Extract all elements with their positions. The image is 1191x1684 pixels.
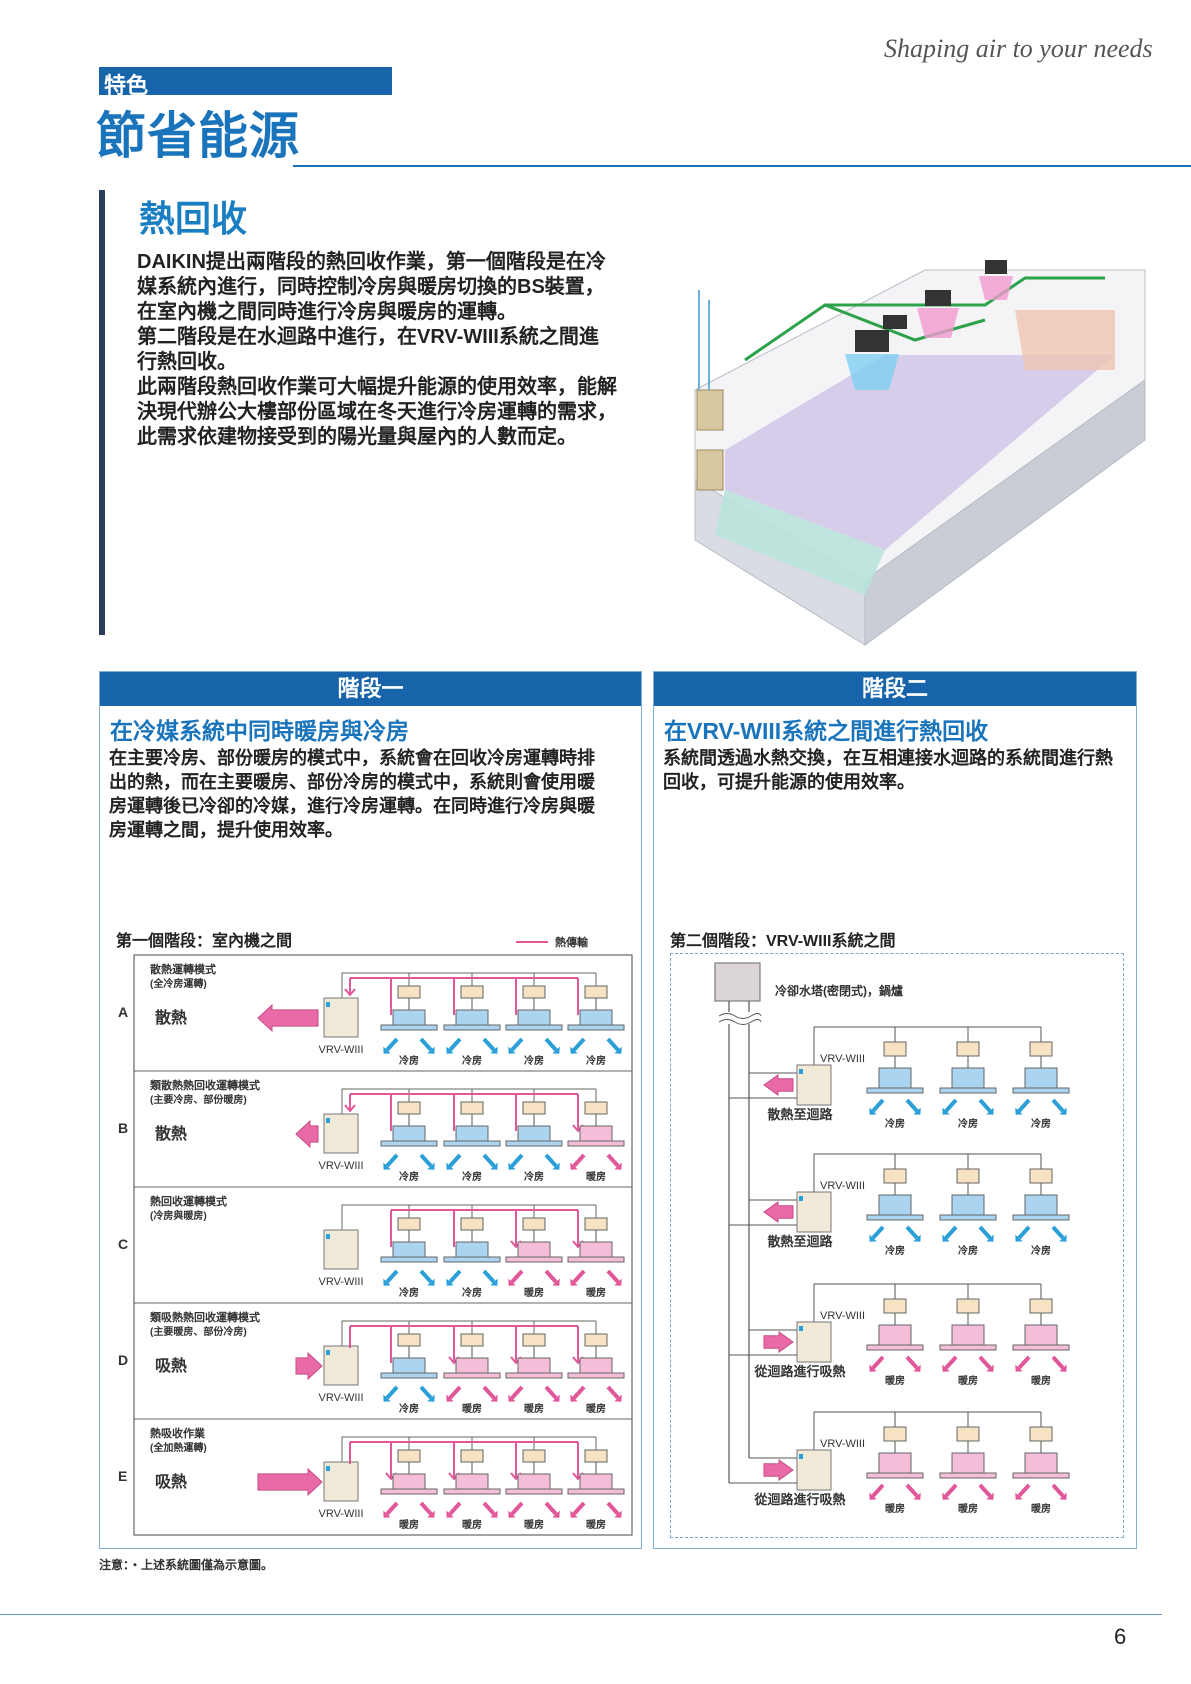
stage-one-body: 在主要冷房、部份暖房的模式中，系統會在回收冷房運轉時排 出的熱，而在主要暖房、部… [109,746,595,842]
building-illustration [694,260,1146,646]
section-heading: 熱回收 [139,198,248,239]
stage-one-subtitle: 在冷媒系統中同時暖房與冷房 [110,718,409,744]
body-line: 回收，可提升能源的使用效率。 [663,772,915,792]
paragraph-line: 決現代辦公大樓部份區域在冬天進行冷房運轉的需求， [137,401,617,423]
page-number: 6 [1114,1624,1127,1649]
stage-one-header: 階段一 [100,672,641,706]
title-divider [293,165,1191,167]
paragraph-line: 在室內機之間同時進行冷房與暖房的運轉。 [137,301,517,323]
category-bar [99,67,392,95]
legend-line [516,941,548,943]
body-line: 系統間透過水熱交換，在互相連接水迴路的系統間進行熱 [663,748,1113,768]
page-title: 節省能源 [96,108,300,164]
category-label: 特色 [104,73,149,98]
paragraph-line: 此需求依建物接受到的陽光量與屋內的人數而定。 [137,426,577,448]
section-paragraph: DAIKIN提出兩階段的熱回收作業，第一個階段是在冷 媒系統內進行，同時控制冷房… [137,250,617,450]
footnote: 注意：・上述系統圖僅為示意圖。 [99,1558,274,1572]
paragraph-line: DAIKIN提出兩階段的熱回收作業，第一個階段是在冷 [137,251,606,273]
stage-two-body: 系統間透過水熱交換，在互相連接水迴路的系統間進行熱 回收，可提升能源的使用效率。 [663,746,1113,794]
outdoor-unit-icon [696,389,724,431]
body-line: 出的熱，而在主要暖房、部份冷房的模式中，系統則會使用暖 [109,772,595,792]
stage-two-panel: 階段二 在VRV-WIII系統之間進行熱回收 系統間透過水熱交換，在互相連接水迴… [653,671,1137,1549]
floor-salmon [1015,310,1115,370]
stage-two-diagram-title: 第二個階段：VRV-WIII系統之間 [670,933,896,950]
indoor-unit-icons [845,260,1013,390]
paragraph-line: 媒系統內進行，同時控制冷房與暖房切換的BS裝置， [137,276,605,298]
paragraph-line: 此兩階段熱回收作業可大幅提升能源的使用效率，能解 [137,376,617,398]
tagline: Shaping air to your needs [884,34,1153,63]
floor-teal [715,490,885,595]
footer-divider [0,1614,1162,1615]
refrigerant-pipe [744,276,1105,362]
stage-one-diagram-title: 第一個階段：室內機之間 [116,933,293,950]
section-accent-bar [99,190,105,635]
stage-two-subtitle: 在VRV-WIII系統之間進行熱回收 [664,718,989,744]
stage-two-header: 階段二 [654,672,1136,706]
body-line: 在主要冷房、部份暖房的模式中，系統會在回收冷房運轉時排 [109,748,595,768]
paragraph-line: 行熱回收。 [137,351,237,373]
floor-purple [725,355,1115,550]
legend-label: 熱傳輸 [555,937,588,949]
paragraph-line: 第二階段是在水迴路中進行，在VRV-WIII系統之間進 [137,326,599,348]
body-line: 房運轉後已冷卻的冷媒，進行冷房運轉。在同時進行冷房與暖 [109,796,595,816]
body-line: 房運轉之間，提升使用效率。 [109,820,343,840]
stage-one-panel: 階段一 在冷媒系統中同時暖房與冷房 在主要冷房、部份暖房的模式中，系統會在回收冷… [99,671,642,1549]
stage-two-diagram-frame [670,953,1124,1538]
